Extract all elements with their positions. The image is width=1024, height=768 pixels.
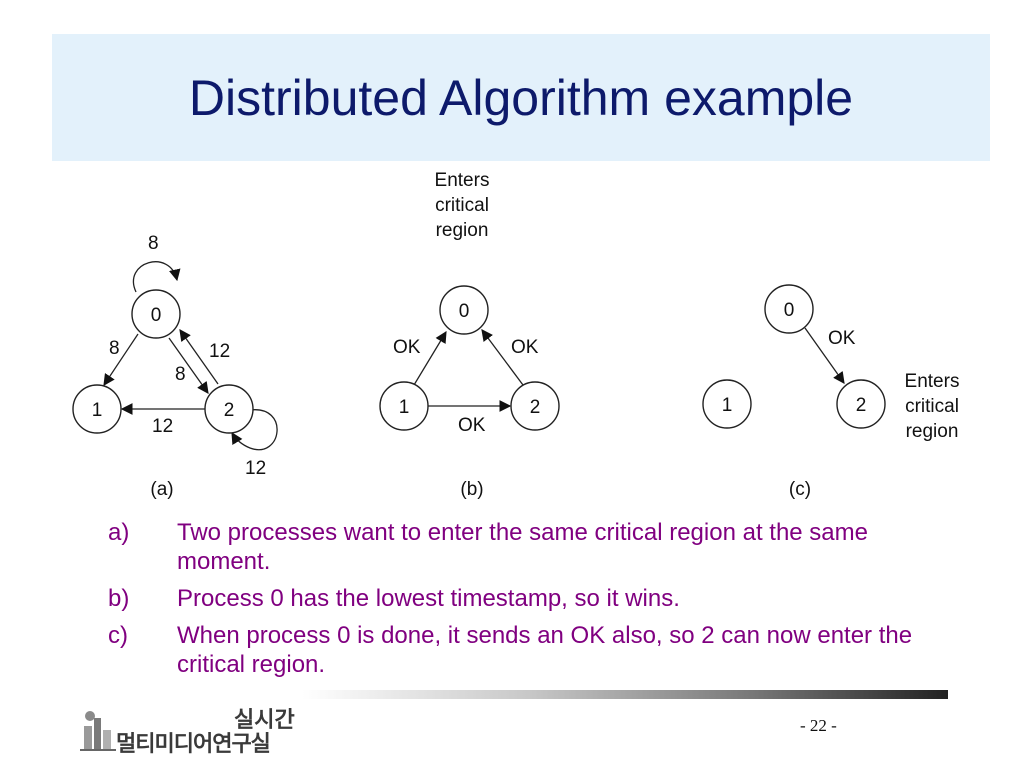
lab-logo: 실시간 멀티미디어연구실 (78, 702, 318, 756)
node-c-1-label: 1 (722, 395, 733, 416)
list-item: b) Process 0 has the lowest timestamp, s… (108, 584, 948, 613)
list-text: When process 0 is done, it sends an OK a… (177, 622, 913, 678)
annotation-c-line-2: critical (905, 396, 959, 417)
diagram-c: OK 0 1 2 Enters critical region (c) (702, 284, 960, 500)
diagram-a: 8 8 12 8 12 12 0 1 2 (a) (72, 233, 278, 500)
caption-c: (c) (789, 479, 811, 500)
self-loop-2 (231, 409, 278, 451)
edge-a-2-to-0 (179, 329, 219, 385)
list-item: c) When process 0 is done, it sends an O… (108, 621, 948, 679)
node-a-0-label: 0 (151, 305, 162, 326)
lab-logo-icon (80, 711, 116, 751)
annotation-c-line-1: Enters (905, 371, 960, 392)
label-a-0-to-1: 8 (109, 338, 120, 359)
annotation-b-line-3: region (436, 220, 489, 241)
node-c-0 (764, 284, 814, 334)
node-b-1-label: 1 (399, 397, 410, 418)
list-marker: a) (108, 519, 130, 546)
self-loop-0 (132, 261, 181, 293)
node-b-1 (379, 381, 429, 431)
node-a-1-label: 1 (92, 400, 103, 421)
label-b-1-to-2: OK (458, 415, 486, 436)
node-c-2 (836, 379, 886, 429)
node-a-2 (204, 384, 254, 434)
logo-text-line-1: 실시간 (234, 707, 295, 732)
node-b-0-label: 0 (459, 301, 470, 322)
page-title: Distributed Algorithm example (188, 69, 854, 126)
node-a-2-label: 2 (224, 400, 235, 421)
label-c-0-to-2: OK (828, 328, 856, 349)
list-marker: c) (108, 622, 128, 649)
label-a-self-loop-2: 12 (245, 458, 266, 479)
label-a-self-loop-0: 8 (148, 233, 159, 254)
edge-c-0-to-2 (804, 327, 845, 384)
annotation-b-line-2: critical (435, 195, 489, 216)
edge-a-0-to-2 (168, 337, 209, 394)
annotation-b-line-1: Enters (435, 170, 490, 191)
edge-b-2-to-0 (481, 329, 524, 386)
caption-a: (a) (150, 479, 173, 500)
node-b-2-label: 2 (530, 397, 541, 418)
list-item: a) Two processes want to enter the same … (108, 518, 948, 576)
diagram-b: Enters critical region OK OK OK 0 1 2 (b… (379, 170, 560, 500)
list-text: Two processes want to enter the same cri… (177, 519, 868, 575)
label-b-2-to-0: OK (511, 337, 539, 358)
mutual-exclusion-diagram: 8 8 12 8 12 12 0 1 2 (a) Enters critical… (72, 170, 960, 500)
list-text: Process 0 has the lowest timestamp, so i… (177, 585, 680, 612)
label-a-2-to-0: 12 (209, 341, 230, 362)
annotation-c-line-3: region (906, 421, 959, 442)
list-marker: b) (108, 585, 130, 612)
node-c-2-label: 2 (856, 395, 867, 416)
node-c-0-label: 0 (784, 300, 795, 321)
explanation-list: a) Two processes want to enter the same … (108, 518, 948, 687)
logo-text-line-2: 멀티미디어연구실 (116, 731, 271, 756)
caption-b: (b) (460, 479, 483, 500)
node-b-0 (439, 285, 489, 335)
edge-a-0-to-1 (103, 333, 139, 386)
node-b-2 (510, 381, 560, 431)
label-a-2-to-1: 12 (152, 416, 173, 437)
node-c-1 (702, 379, 752, 429)
title-bar: Distributed Algorithm example (52, 34, 990, 161)
node-a-1 (72, 384, 122, 434)
label-a-0-to-2: 8 (175, 364, 186, 385)
label-b-1-to-0: OK (393, 337, 421, 358)
node-a-0 (131, 289, 181, 339)
edge-b-1-to-0 (413, 330, 447, 386)
footer-divider (302, 690, 948, 699)
page-number: - 22 - (800, 716, 837, 735)
